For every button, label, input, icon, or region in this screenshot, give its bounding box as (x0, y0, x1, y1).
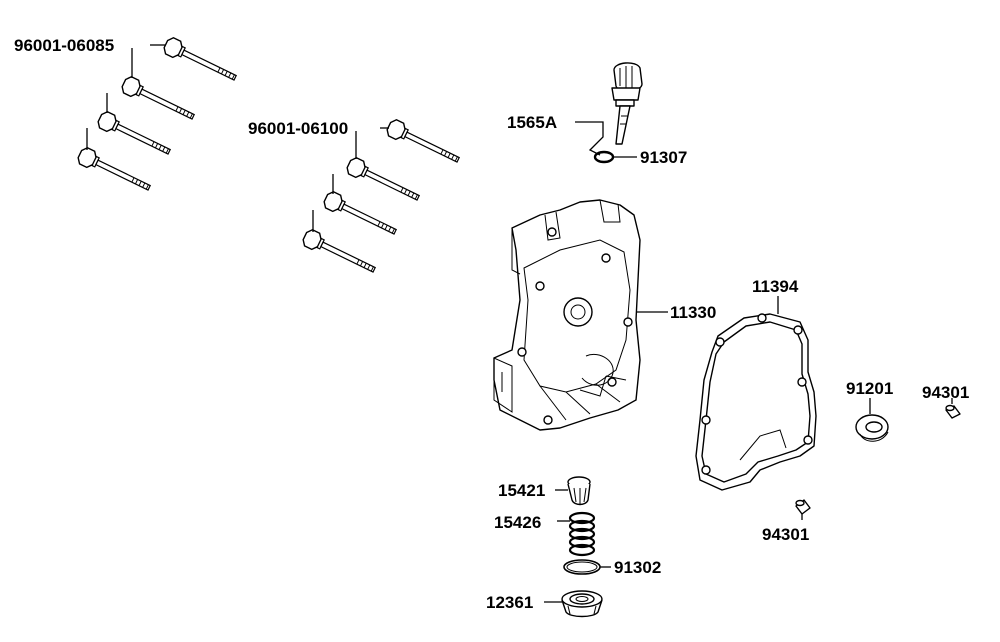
label-bolt-set-b: 96001-06100 (248, 119, 348, 138)
bolt-b2 (344, 155, 423, 207)
dowel-pin-lower (795, 499, 811, 515)
bolt-b1 (384, 117, 463, 169)
o-ring-91307 (593, 150, 615, 164)
label-dipstick: 1565A (507, 113, 557, 132)
dowel-pin-right (945, 404, 961, 419)
label-dowel-pin-lower: 94301 (762, 525, 809, 544)
bolt-set-a (75, 35, 240, 197)
bolt-b4 (300, 227, 379, 279)
strainer-cap (567, 476, 591, 506)
label-o-ring-91307: 91307 (640, 148, 687, 167)
bolt-set-b (300, 117, 463, 279)
gasket (695, 313, 817, 491)
label-drain-plug: 12361 (486, 593, 533, 612)
leader-dipstick (575, 121, 604, 156)
bolt-a3 (95, 109, 174, 161)
bolt-b3 (321, 189, 400, 241)
label-o-ring-91302: 91302 (614, 558, 661, 577)
label-oil-seal: 91201 (846, 379, 893, 398)
spring (568, 511, 596, 557)
crankcase-cover (493, 199, 641, 431)
label-bolt-set-a: 96001-06085 (14, 36, 114, 55)
label-crankcase-cover: 11330 (670, 303, 716, 322)
bolt-a4 (75, 145, 154, 197)
dipstick (611, 62, 643, 145)
label-dowel-pin-right: 94301 (922, 383, 969, 402)
label-spring: 15426 (494, 513, 541, 532)
drain-plug (561, 590, 603, 618)
bolt-a1 (161, 35, 240, 87)
o-ring-91302 (563, 559, 601, 575)
label-strainer-cap: 15421 (498, 481, 545, 500)
oil-seal (855, 414, 889, 442)
label-gasket: 11394 (752, 277, 799, 296)
bolt-a2 (119, 74, 198, 126)
